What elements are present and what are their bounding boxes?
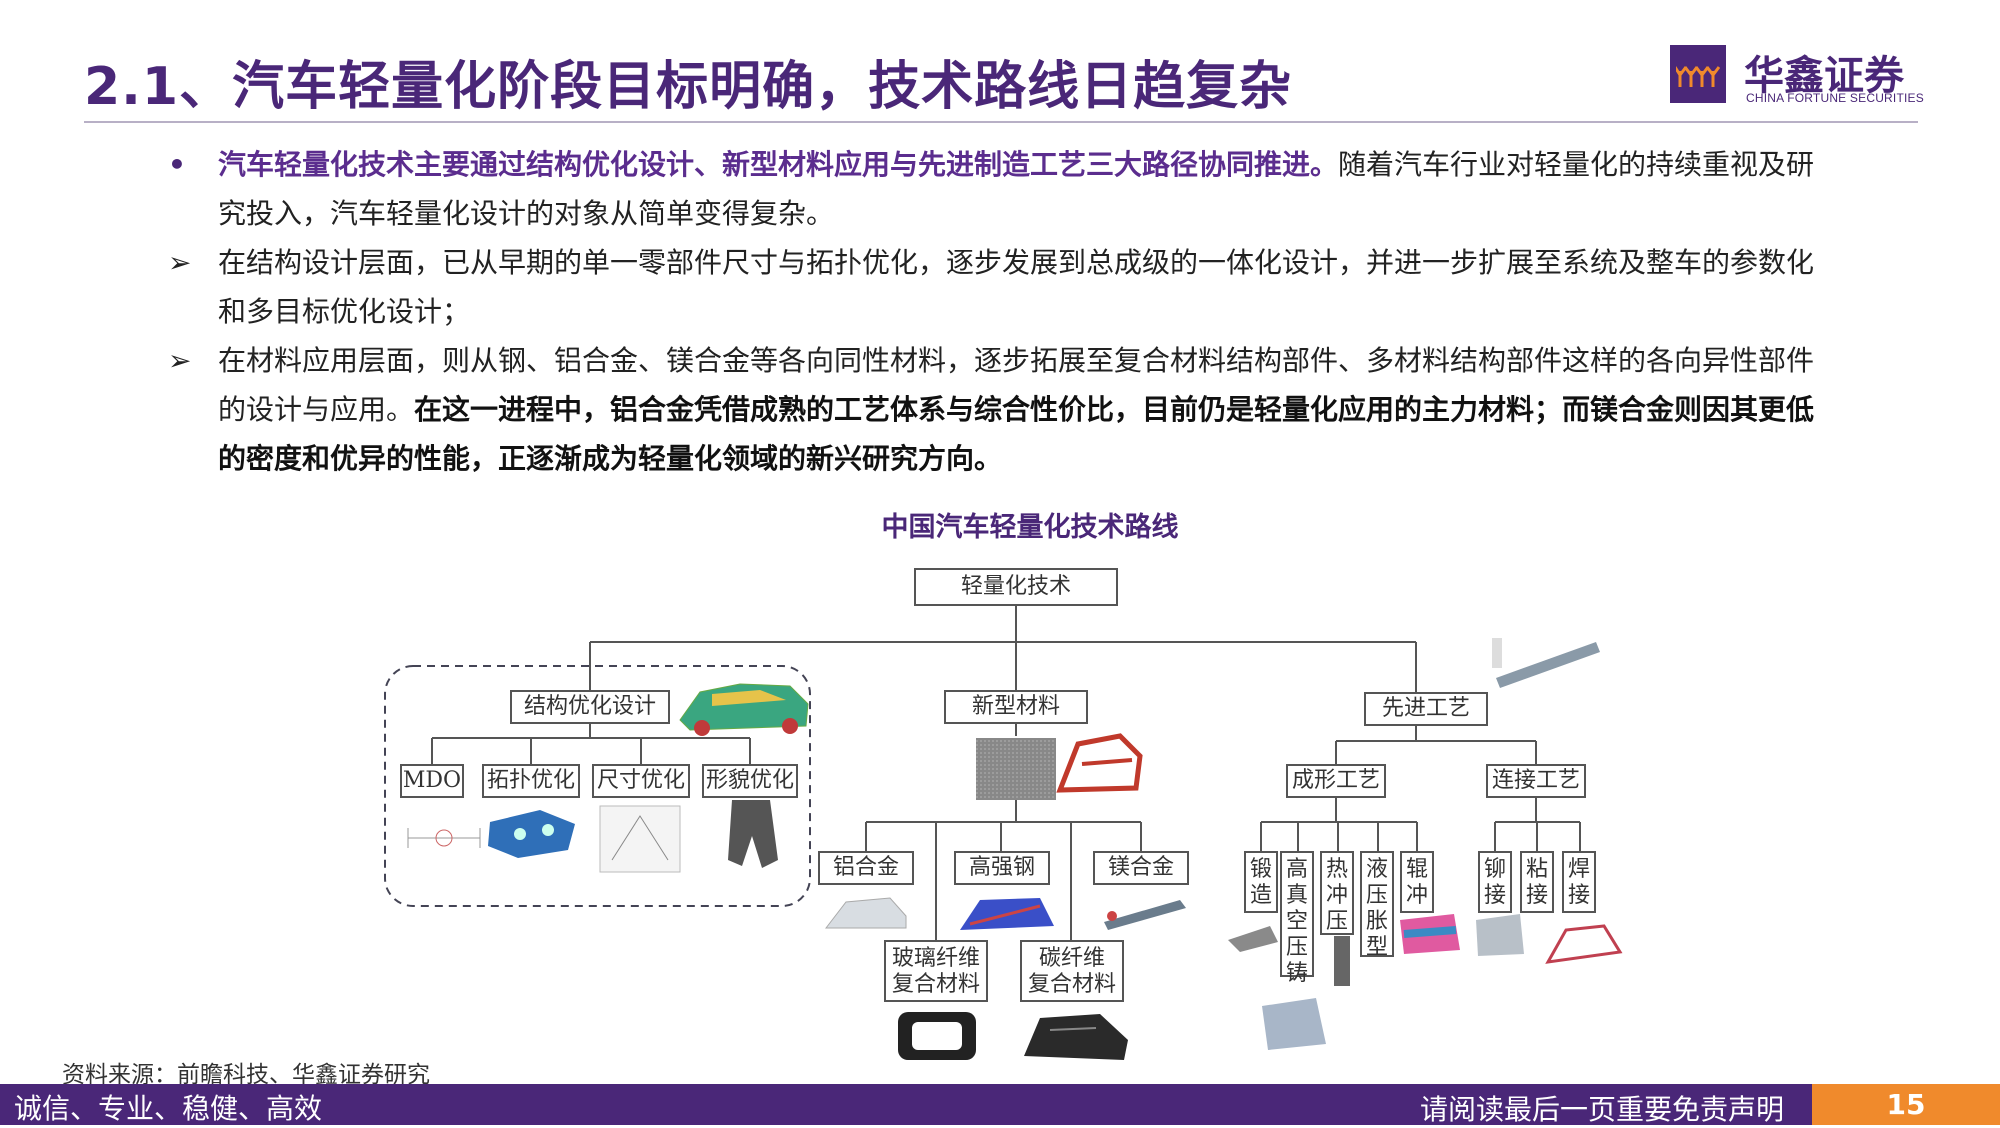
casting-part-icon — [1334, 936, 1350, 986]
node-magnesium: 镁合金 — [1093, 851, 1189, 885]
car-frame-red-icon — [1056, 733, 1143, 793]
node-hot-stamping: 热 冲 压 — [1320, 851, 1354, 935]
bullet-list: • 汽车轻量化技术主要通过结构优化设计、新型材料应用与先进制造工艺三大路径协同推… — [168, 140, 1828, 483]
car-body-colored-icon — [679, 683, 809, 736]
bullet-bold-text: 在这一进程中，铝合金凭借成熟的工艺体系与综合性价比，目前仍是轻量化应用的主力材料… — [218, 393, 1815, 475]
node-forging: 锻 造 — [1244, 851, 1278, 913]
page-number-box: 15 — [1812, 1084, 2000, 1125]
title-divider — [84, 121, 1918, 123]
bullet-text: 随着汽车行业对轻量化的持续重视及研究投入，汽车轻量化设计的对象从简单变得复杂。 — [218, 148, 1815, 230]
node-shape: 形貌优化 — [702, 764, 798, 798]
node-aluminum: 铝合金 — [818, 851, 914, 885]
node-topology: 拓扑优化 — [482, 764, 580, 798]
bullet-highlight: 汽车轻量化技术主要通过结构优化设计、新型材料应用与先进制造工艺三大路径协同推进。 — [218, 148, 1339, 181]
weld-car-icon — [1545, 924, 1623, 964]
size-part-icon — [599, 805, 681, 873]
roll-punch-part-icon — [1400, 914, 1460, 954]
footer-bar: 诚信、专业、稳健、高效 请阅读最后一页重要免责声明 15 — [0, 1084, 2000, 1126]
node-welding: 焊 接 — [1562, 851, 1596, 913]
node-high-strength-steel: 高强钢 — [954, 851, 1050, 885]
node-mdo: MDO — [400, 764, 464, 798]
node-die-casting: 高 真 空 压 铸 — [1280, 851, 1314, 986]
bullet-dot-icon: • — [168, 148, 186, 181]
source-note: 资料来源：前瞻科技、华鑫证券研究 — [62, 1062, 430, 1088]
node-bonding: 粘 接 — [1520, 851, 1554, 913]
bullet-text: 在结构设计层面，已从早期的单一零部件尺寸与拓扑优化，逐步发展到总成级的一体化设计… — [218, 246, 1815, 328]
bullet-item: • 汽车轻量化技术主要通过结构优化设计、新型材料应用与先进制造工艺三大路径协同推… — [168, 140, 1828, 238]
glass-fiber-part-icon — [898, 1012, 976, 1060]
node-forming: 成形工艺 — [1286, 764, 1386, 798]
logo-text-en: CHINA FORTUNE SECURITIES — [1746, 91, 1924, 105]
mdo-diagram-icon — [407, 828, 481, 848]
logo-mark-icon — [1670, 45, 1726, 103]
node-advanced-process: 先进工艺 — [1364, 692, 1488, 726]
bullet-text: 在材料应用层面，则从钢、铝合金、镁合金等各向同性材料，逐步拓展至复合材料结构部件… — [218, 344, 1815, 426]
node-size: 尺寸优化 — [592, 764, 690, 798]
arrow-bullet-icon: ➢ — [168, 344, 192, 377]
node-roll-punch: 辊 冲 — [1400, 851, 1434, 913]
node-hydroforming: 液 压 胀 型 — [1360, 851, 1394, 960]
node-root: 轻量化技术 — [914, 568, 1118, 606]
page-number: 15 — [1886, 1088, 1926, 1121]
node-new-materials: 新型材料 — [944, 690, 1088, 724]
rivet-part-icon — [1476, 914, 1524, 956]
bullet-item: ➢ 在结构设计层面，已从早期的单一零部件尺寸与拓扑优化，逐步发展到总成级的一体化… — [168, 238, 1828, 336]
footer-disclaimer: 请阅读最后一页重要免责声明 — [1420, 1093, 1785, 1126]
footer-slogan: 诚信、专业、稳健、高效 — [14, 1092, 323, 1125]
forging-part-icon — [1228, 926, 1278, 952]
bullet-item: ➢ 在材料应用层面，则从钢、铝合金、镁合金等各向同性材料，逐步拓展至复合材料结构… — [168, 336, 1828, 483]
structure-group-outline — [384, 665, 811, 907]
company-logo: 华鑫证券 CHINA FORTUNE SECURITIES — [1670, 45, 1930, 107]
node-joining: 连接工艺 — [1486, 764, 1586, 798]
hss-frame-icon — [960, 898, 1054, 930]
hydroforming-part-icon — [1262, 998, 1326, 1050]
figure-title: 中国汽车轻量化技术路线 — [881, 512, 1179, 543]
connector-lines — [431, 606, 1581, 940]
aluminum-car-icon — [824, 897, 907, 929]
magnesium-beam-icon — [1104, 900, 1186, 930]
material-texture-icon — [976, 738, 1056, 800]
node-riveting: 铆 接 — [1478, 851, 1512, 913]
shape-part-icon — [728, 800, 778, 868]
arrow-bullet-icon: ➢ — [168, 246, 192, 279]
rail-part-icon — [1492, 638, 1600, 688]
logo-text-cn: 华鑫证券 — [1744, 53, 1904, 99]
node-carbon-fiber: 碳纤维 复合材料 — [1020, 940, 1124, 1002]
carbon-body-icon — [1024, 1014, 1128, 1060]
node-structure-optimization: 结构优化设计 — [510, 690, 670, 724]
page-title: 2.1、汽车轻量化阶段目标明确，技术路线日趋复杂 — [84, 57, 1293, 117]
topology-part-icon — [488, 810, 575, 858]
node-glass-fiber: 玻璃纤维 复合材料 — [884, 940, 988, 1002]
